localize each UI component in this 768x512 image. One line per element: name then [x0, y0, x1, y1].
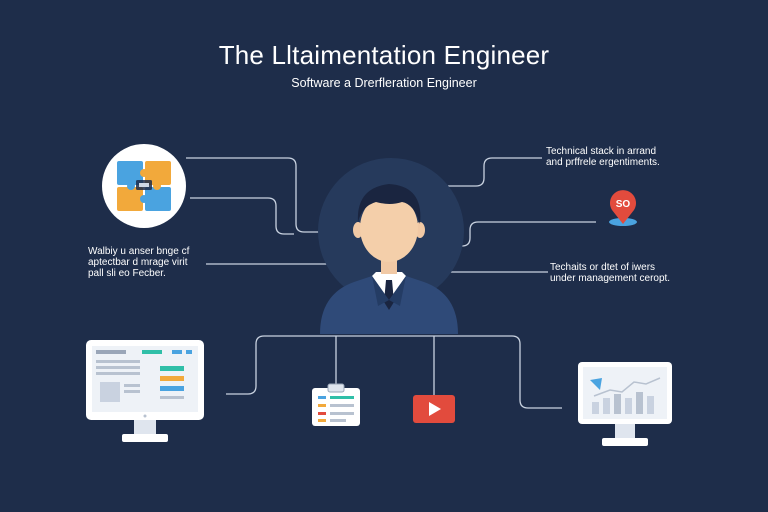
- bottom-right-note: Techaits or dtet of iwers under manageme…: [550, 262, 700, 284]
- connector-bottom-tree: [226, 335, 562, 409]
- top-right-note: Technical stack in arrand and prffrele e…: [546, 146, 686, 168]
- connector-top-right: [448, 157, 542, 187]
- monitor-chart-icon: [578, 362, 672, 446]
- note-line: Technical stack in arrand: [546, 146, 657, 157]
- connector-left-upper: [186, 157, 326, 233]
- left-note: Walbiy u anser bnge cf aptectbar d mrage…: [88, 246, 238, 279]
- monitor-dashboard-icon: [86, 340, 204, 442]
- connector-right-mid: [436, 221, 596, 247]
- note-line: aptectbar d mrage virit: [88, 257, 188, 268]
- note-line: and prffrele ergentiments.: [546, 157, 660, 168]
- note-line: under management ceropt.: [550, 273, 671, 284]
- connector-left-mid: [190, 197, 294, 235]
- note-line: Techaits or dtet of iwers: [550, 262, 656, 273]
- note-line: Walbiy u anser bnge cf: [88, 246, 190, 257]
- page-subtitle: Software a Drerfleration Engineer: [291, 76, 477, 90]
- location-pin-icon: [609, 190, 637, 226]
- pin-badge-label: SO: [615, 199, 631, 210]
- note-line: pall sli eo Fecber.: [88, 268, 166, 279]
- page-title: The Lltaimentation Engineer: [218, 40, 550, 70]
- clipboard-icon: [312, 383, 360, 426]
- play-button-icon: [413, 395, 455, 423]
- puzzle-icon: [102, 144, 186, 228]
- engineer-avatar-icon: [320, 184, 458, 334]
